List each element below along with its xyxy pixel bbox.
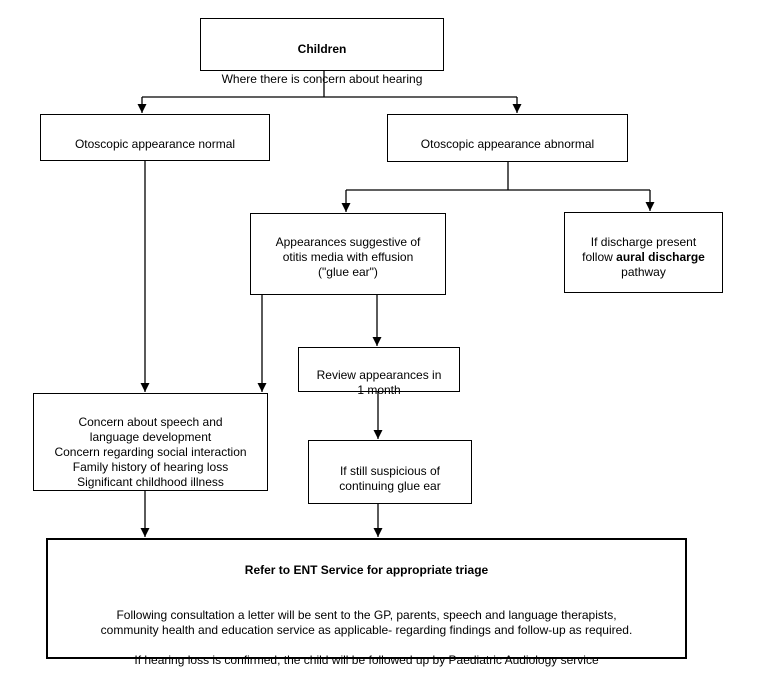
node-aural-discharge-post: pathway <box>621 265 666 279</box>
node-glue-ear: Appearances suggestive of otitis media w… <box>250 213 446 295</box>
node-otoscopic-normal-text: Otoscopic appearance normal <box>74 137 236 151</box>
node-refer-ent-body: Following consultation a letter will be … <box>100 608 633 667</box>
node-otoscopic-abnormal-text: Otoscopic appearance abnormal <box>420 137 595 151</box>
node-refer-ent: Refer to ENT Service for appropriate tri… <box>46 538 687 667</box>
node-children: Children Where there is concern about he… <box>200 18 444 86</box>
node-aural-discharge-bold: aural discharge <box>616 250 705 264</box>
node-aural-discharge: If discharge present follow aural discha… <box>564 212 723 293</box>
node-still-suspicious-text: If still suspicious of continuing glue e… <box>339 464 441 493</box>
node-concern-indicators-text: Concern about speech and language develo… <box>54 415 247 489</box>
node-otoscopic-abnormal: Otoscopic appearance abnormal <box>387 114 628 162</box>
node-concern-indicators: Concern about speech and language develo… <box>33 393 268 491</box>
node-review-1-month-text: Review appearances in 1 month <box>316 368 442 397</box>
node-otoscopic-normal: Otoscopic appearance normal <box>40 114 270 161</box>
node-aural-discharge-pre: If discharge present follow <box>582 235 697 264</box>
node-glue-ear-text: Appearances suggestive of otitis media w… <box>275 235 421 279</box>
node-children-text: Where there is concern about hearing <box>221 72 423 86</box>
node-refer-ent-title: Refer to ENT Service for appropriate tri… <box>244 563 489 577</box>
node-children-title: Children <box>297 42 347 56</box>
node-still-suspicious: If still suspicious of continuing glue e… <box>308 440 472 504</box>
node-review-1-month: Review appearances in 1 month <box>298 347 460 397</box>
